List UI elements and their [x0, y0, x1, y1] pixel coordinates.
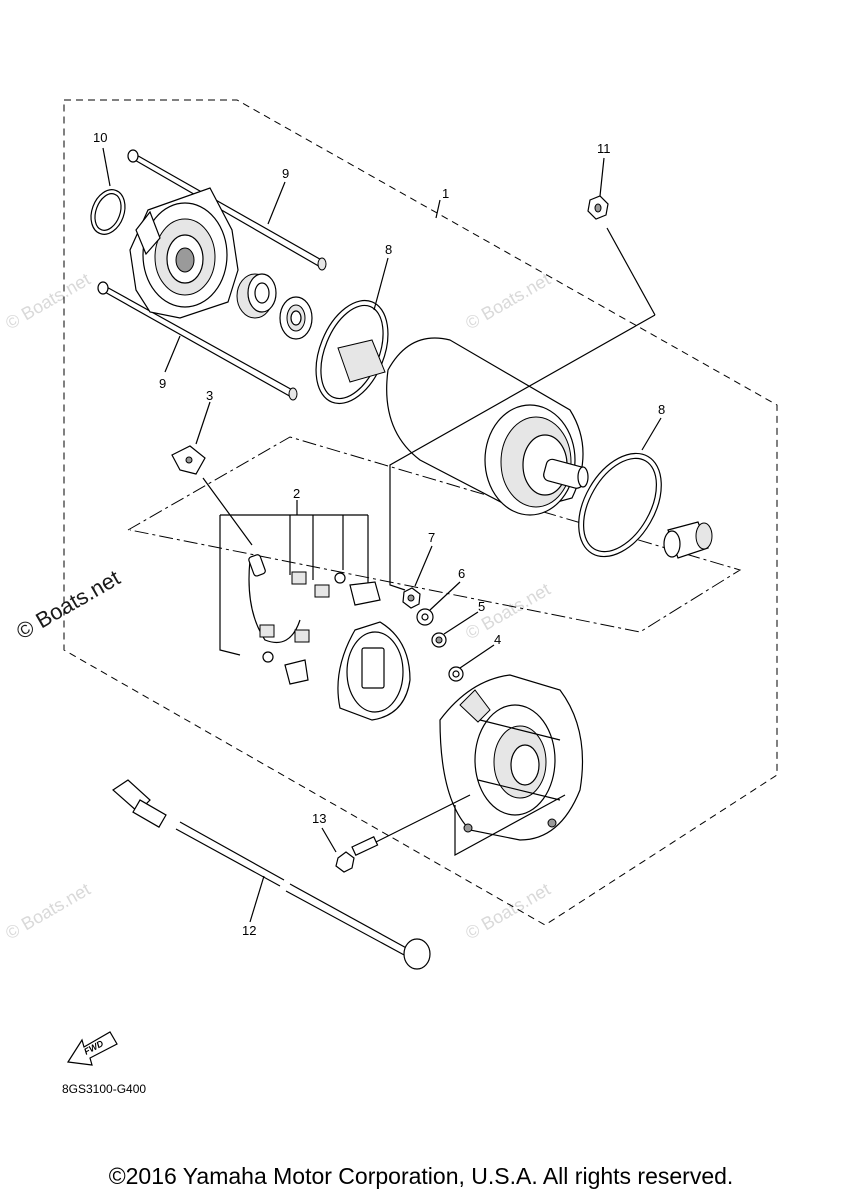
- callout-8-upper: 8: [385, 242, 392, 257]
- watermark: © Boats.net: [2, 269, 94, 333]
- washer-4: [448, 666, 464, 682]
- needle-bearing: [663, 521, 713, 559]
- front-cover: [129, 187, 239, 319]
- washer-5: [431, 632, 447, 648]
- watermark: © Boats.net: [462, 269, 554, 333]
- watermark-dark: © Boats.net: [12, 565, 124, 644]
- callout-9-upper: 9: [282, 166, 289, 181]
- callout-9-lower: 9: [159, 376, 166, 391]
- callout-8-lower: 8: [658, 402, 665, 417]
- bolt-13: [335, 836, 379, 873]
- watermark: © Boats.net: [462, 579, 554, 643]
- callout-2: 2: [293, 486, 300, 501]
- callout-3: 3: [206, 388, 213, 403]
- terminal-cover-3: [171, 445, 206, 475]
- callout-7: 7: [428, 530, 435, 545]
- callout-10: 10: [93, 130, 107, 145]
- through-bolt-upper: [127, 149, 327, 271]
- lead-wire-12: [112, 779, 431, 970]
- part-code: 8GS3100-G400: [62, 1082, 146, 1096]
- rear-cover: [439, 674, 584, 841]
- armature-yoke: [337, 337, 589, 516]
- bearing: [236, 273, 277, 319]
- callout-numbers: 1 2 3 4 5 6 7 8 8 9 9 10 11 12 13: [93, 130, 665, 938]
- callout-4: 4: [494, 632, 501, 647]
- callout-11: 11: [597, 141, 611, 156]
- brush-subassembly-boundary: [127, 436, 742, 633]
- callout-5: 5: [478, 599, 485, 614]
- watermark: © Boats.net: [462, 879, 554, 943]
- oil-seal: [279, 296, 313, 340]
- callout-12: 12: [242, 923, 256, 938]
- callout-13: 13: [312, 811, 326, 826]
- callout-1: 1: [442, 186, 449, 201]
- fwd-arrow-icon: FWD: [66, 1031, 118, 1066]
- assembly-boundary: [63, 99, 778, 926]
- o-ring-8-lower: [578, 452, 662, 558]
- nut-7: [402, 587, 421, 609]
- watermark: © Boats.net: [2, 879, 94, 943]
- brush-plate: [337, 621, 411, 721]
- callout-6: 6: [458, 566, 465, 581]
- leader-lines: [102, 147, 662, 923]
- o-ring-10: [90, 189, 126, 235]
- washer-6: [416, 608, 434, 626]
- brush-holder-2: [219, 514, 381, 685]
- copyright-notice: ©2016 Yamaha Motor Corporation, U.S.A. A…: [108, 1163, 734, 1189]
- nut-11: [587, 195, 609, 220]
- through-bolt-lower: [97, 281, 298, 401]
